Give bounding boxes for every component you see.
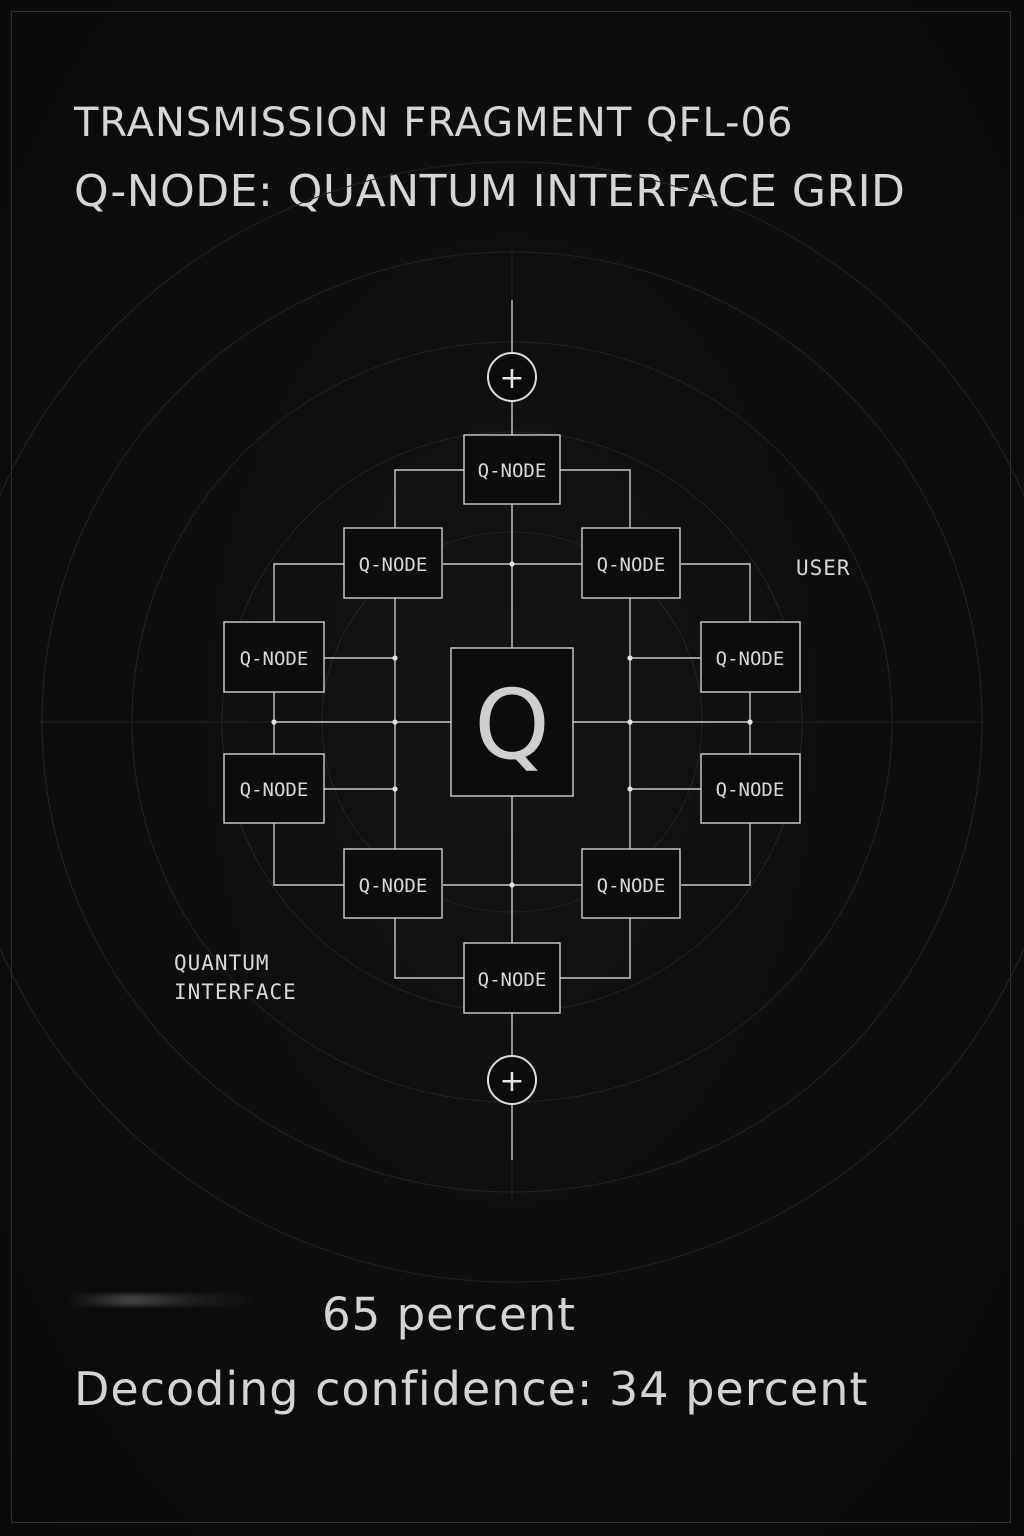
core-q-label: Q bbox=[474, 669, 550, 781]
user-label: USER bbox=[796, 556, 851, 580]
node-upper-right: Q-NODE bbox=[581, 527, 681, 599]
quantum-interface-label-line2: INTERFACE bbox=[174, 980, 297, 1004]
node-bottom: Q-NODE bbox=[463, 942, 561, 1014]
node-label: Q-NODE bbox=[240, 648, 309, 670]
node-label: Q-NODE bbox=[359, 554, 428, 576]
node-mid-left-upper: Q-NODE bbox=[223, 621, 325, 693]
plus-icon: + bbox=[499, 361, 524, 396]
grid-title: Q-NODE: QUANTUM INTERFACE GRID bbox=[74, 166, 906, 217]
node-label: Q-NODE bbox=[240, 779, 309, 801]
node-upper-left: Q-NODE bbox=[343, 527, 443, 599]
node-label: Q-NODE bbox=[716, 648, 785, 670]
transmission-fragment-title: TRANSMISSION FRAGMENT QFL-06 bbox=[74, 100, 794, 146]
node-lower-left: Q-NODE bbox=[343, 848, 443, 919]
node-label: Q-NODE bbox=[716, 779, 785, 801]
junction-dots bbox=[271, 561, 753, 888]
core-q-box: Q bbox=[450, 647, 574, 797]
node-lower-right: Q-NODE bbox=[581, 848, 681, 919]
plus-icon: + bbox=[499, 1064, 524, 1099]
node-mid-left-lower: Q-NODE bbox=[223, 753, 325, 824]
bottom-terminal: + bbox=[487, 1055, 537, 1105]
node-label: Q-NODE bbox=[478, 460, 547, 482]
outer-frame bbox=[11, 11, 1011, 1523]
quantum-interface-label-line1: QUANTUM bbox=[174, 951, 270, 975]
node-top: Q-NODE bbox=[463, 434, 561, 505]
node-label: Q-NODE bbox=[359, 875, 428, 897]
node-label: Q-NODE bbox=[597, 554, 666, 576]
node-label: Q-NODE bbox=[597, 875, 666, 897]
percent-readout: 65 percent bbox=[322, 1288, 576, 1341]
top-terminal: + bbox=[487, 352, 537, 402]
redacted-smudge bbox=[66, 1294, 256, 1306]
node-mid-right-upper: Q-NODE bbox=[700, 621, 801, 693]
node-label: Q-NODE bbox=[478, 969, 547, 991]
node-mid-right-lower: Q-NODE bbox=[700, 753, 801, 824]
decoding-confidence-readout: Decoding confidence: 34 percent bbox=[74, 1362, 869, 1416]
